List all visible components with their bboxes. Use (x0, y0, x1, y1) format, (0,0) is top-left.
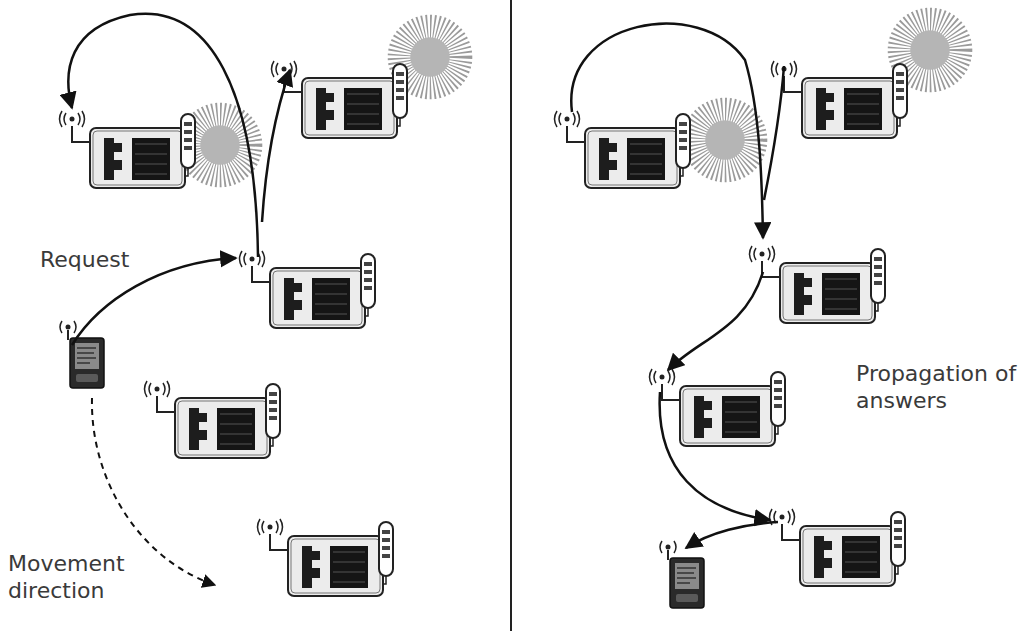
arrow-label: Movement direction (8, 550, 158, 604)
sensor-node (770, 509, 906, 586)
sensor-node (272, 61, 408, 138)
panel-divider (510, 0, 512, 631)
query-arrow (68, 14, 258, 257)
alarm-burst (694, 109, 755, 170)
answer-arrow (764, 66, 784, 200)
answer-arrow (571, 24, 763, 238)
answer-arrow (668, 272, 763, 370)
sensor-node (650, 369, 786, 446)
sensor-node (60, 111, 196, 188)
panel-caption: Propagation of answers (856, 360, 1021, 414)
sensor-node (750, 246, 886, 323)
sensor-node (555, 111, 691, 188)
arrow-label: Request (40, 246, 180, 273)
sensor-node (258, 519, 394, 596)
sensor-node (145, 381, 281, 458)
sensor-node (772, 61, 908, 138)
answer-arrow (686, 522, 778, 548)
alarm-burst (189, 114, 250, 175)
alarm-burst (899, 19, 960, 80)
query-arrow (262, 70, 290, 222)
answer-arrow (660, 392, 770, 520)
mobile-device (660, 541, 704, 608)
sensor-node (240, 251, 376, 328)
alarm-burst (399, 26, 460, 87)
